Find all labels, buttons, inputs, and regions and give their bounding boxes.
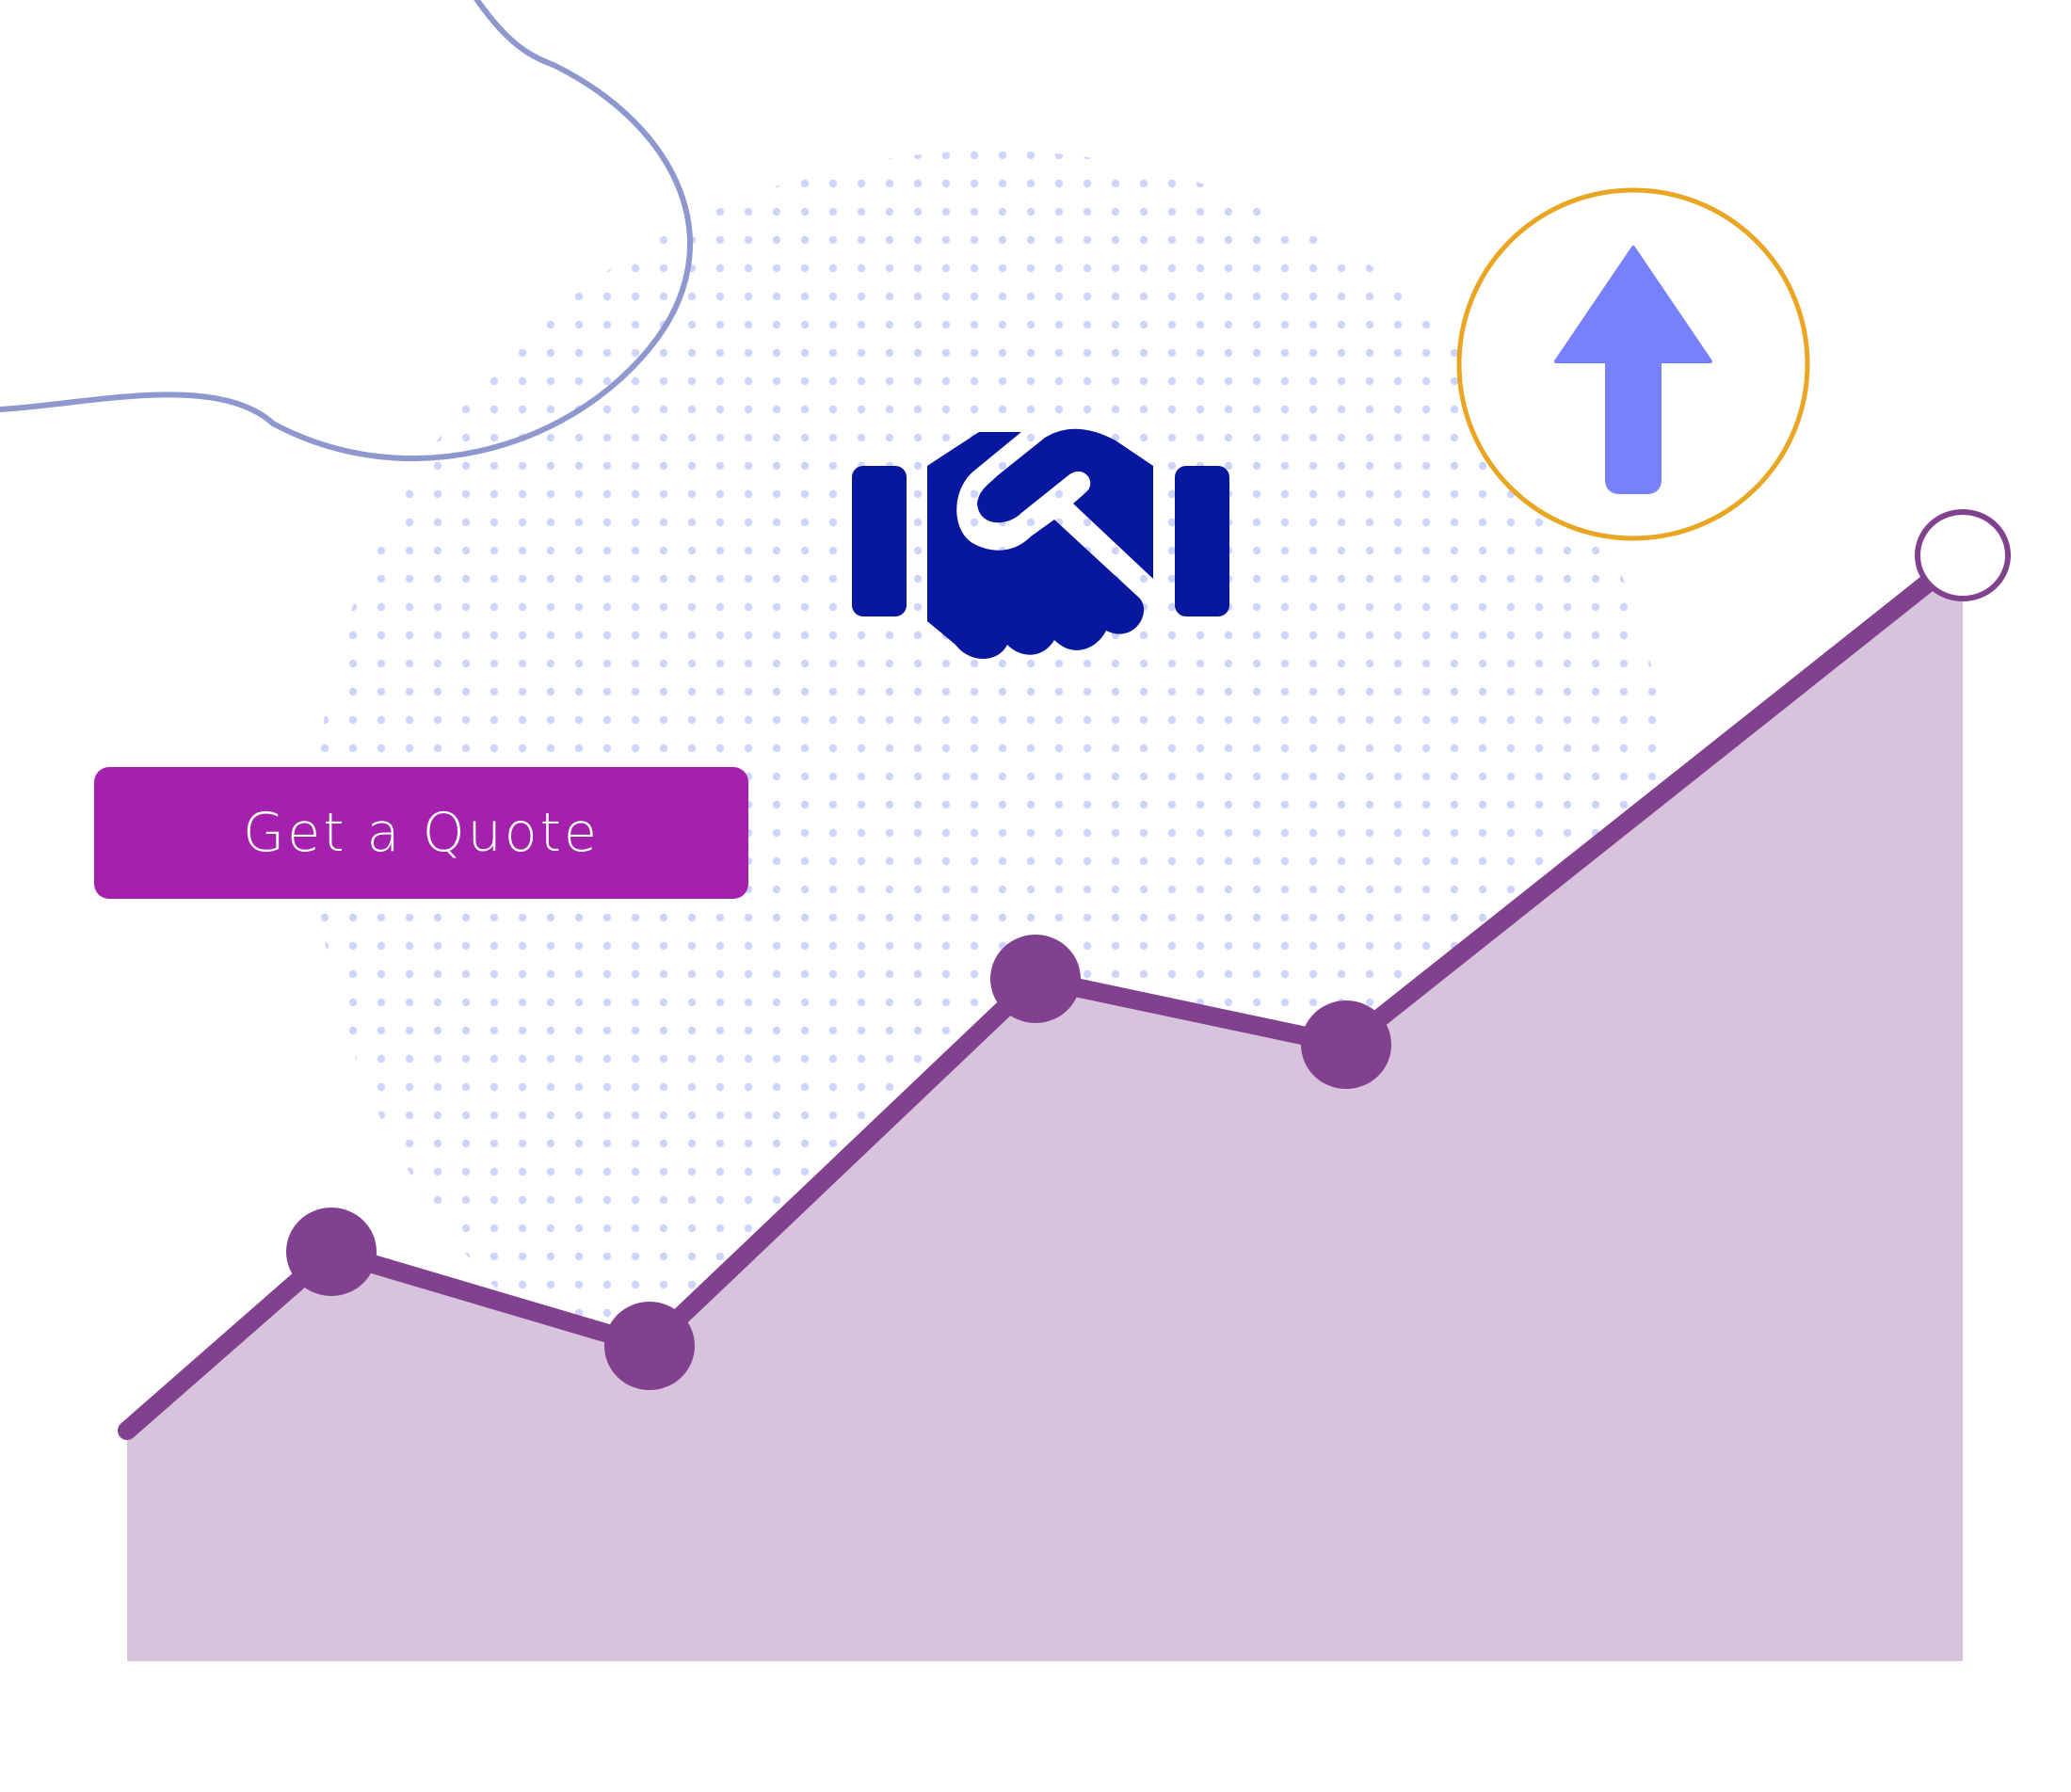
data-point-1 — [286, 1208, 377, 1296]
decorative-curve — [0, 0, 693, 461]
data-point-2 — [604, 1302, 695, 1390]
chart-area — [127, 555, 1963, 1661]
data-point-3 — [990, 935, 1081, 1023]
chart-line — [118, 546, 1972, 1440]
growth-chart — [118, 509, 2011, 1661]
arrow-up-icon — [1554, 246, 1712, 494]
arrow-up-badge — [1456, 187, 1810, 541]
get-quote-button[interactable]: Get a Quote — [94, 767, 748, 899]
data-point-5 — [1915, 509, 2011, 601]
data-point-4 — [1301, 1000, 1391, 1089]
handshake-icon — [852, 428, 1229, 659]
